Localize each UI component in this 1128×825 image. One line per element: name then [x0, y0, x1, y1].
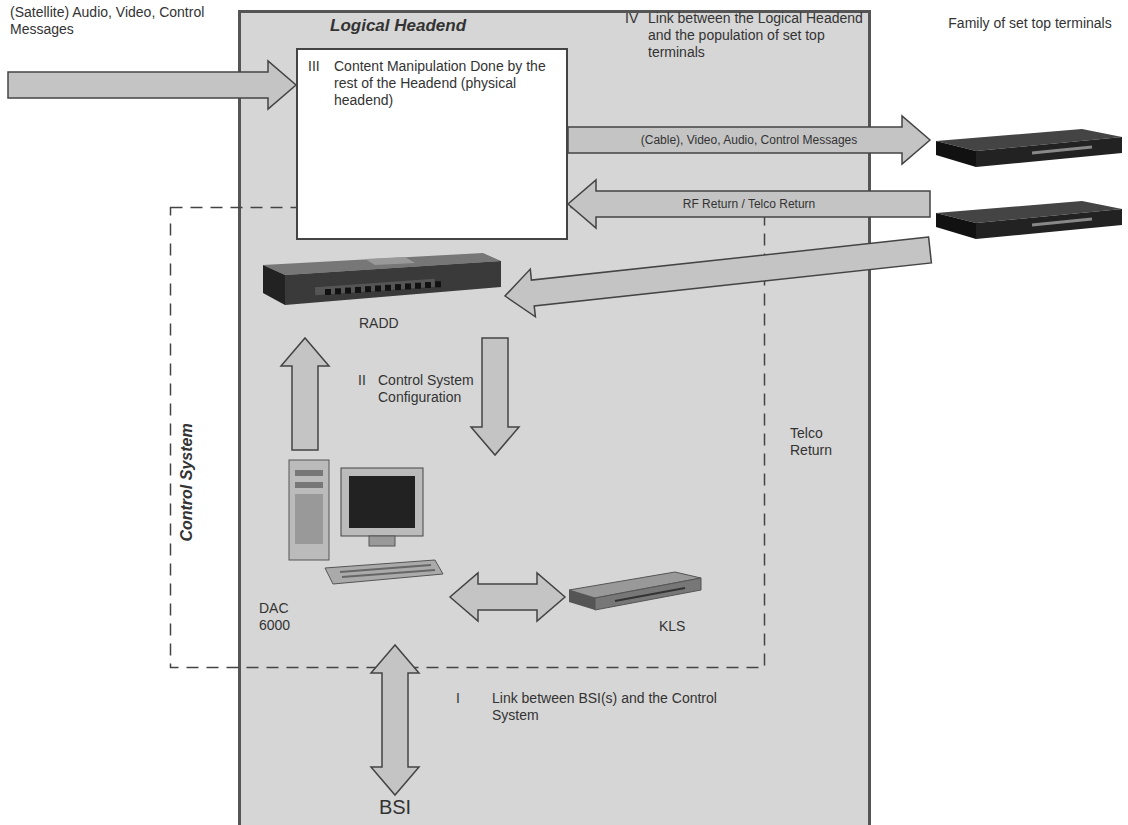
- bsi-endpoint: BSI: [360, 795, 430, 823]
- block-arrow: [281, 338, 329, 450]
- block-arrow: [371, 645, 419, 795]
- endpoint-label: BSI: [360, 795, 430, 819]
- device-label: DAC 6000: [259, 600, 301, 634]
- block-arrow: [568, 116, 930, 164]
- link-label: Control System Configuration: [378, 372, 488, 406]
- set-top-box-illustration: [932, 123, 1124, 169]
- region-title: Logical Headend: [330, 16, 466, 36]
- headend-ground: [240, 12, 870, 825]
- terminal-group: Family of set top terminals: [930, 15, 1125, 250]
- kls-illustration: [565, 568, 705, 614]
- input-label: (Satellite) Audio, Video, Control Messag…: [10, 4, 260, 38]
- group-label: Family of set top terminals: [940, 15, 1120, 32]
- radd-device: RADD: [255, 243, 505, 338]
- content-box: III Content Manipulation Done by the rest…: [296, 48, 568, 240]
- block-arrow: [505, 237, 931, 317]
- device-label: RADD: [359, 315, 399, 332]
- region-title: Control System: [177, 412, 196, 542]
- set-top-box-illustration: [932, 195, 1124, 241]
- control-system-region: Control System RADD DAC 6000KLS: [170, 207, 765, 668]
- kls-device: KLS: [565, 560, 705, 640]
- return-label: Telco Return: [790, 425, 862, 459]
- dac-computer: DAC 6000: [255, 450, 450, 645]
- block-arrow: [471, 338, 519, 455]
- computer-illustration: [285, 450, 447, 590]
- block-arrow: [568, 180, 930, 228]
- arrow-label: RF Return / Telco Return: [680, 197, 819, 211]
- callout-number: II: [358, 372, 378, 389]
- callout-number: III: [308, 58, 320, 75]
- block-arrow: [450, 573, 565, 621]
- device-label: KLS: [659, 618, 685, 635]
- radd-illustration: [255, 243, 505, 311]
- input-arrow: [8, 61, 296, 109]
- link-label: Link between BSI(s) and the Control Syst…: [492, 690, 722, 724]
- arrow-label: (Cable), Video, Audio, Control Messages: [638, 133, 861, 147]
- link-label: Link between the Logical Headend and the…: [648, 10, 863, 60]
- callout-number: IV: [625, 10, 647, 27]
- box-text: Content Manipulation Done by the rest of…: [334, 58, 554, 108]
- callout-number: I: [456, 690, 476, 707]
